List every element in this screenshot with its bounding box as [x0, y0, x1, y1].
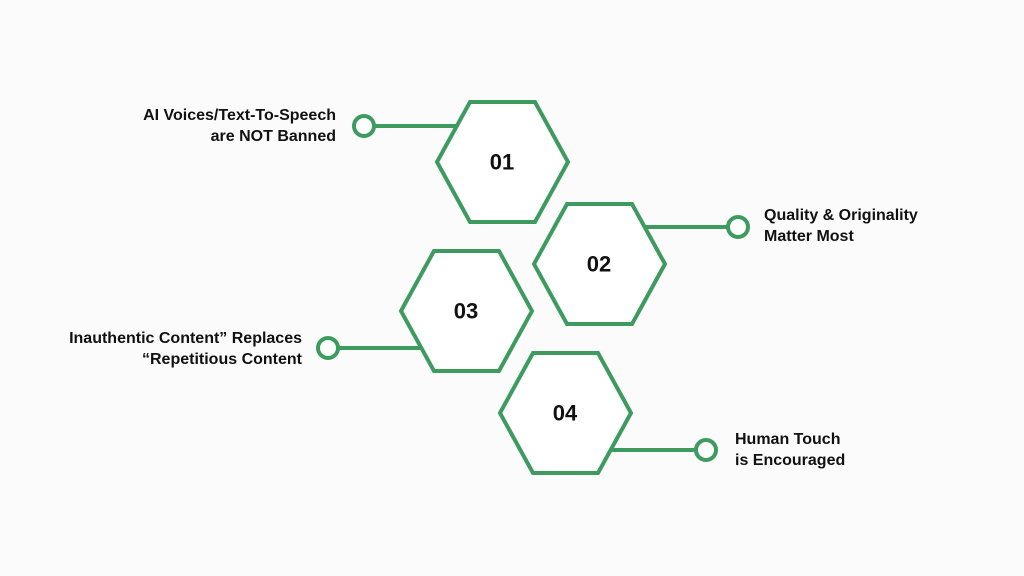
- step-label-04-line-1: Human Touch: [735, 431, 841, 448]
- step-label-04: Human Touch is Encouraged: [735, 429, 845, 471]
- step-label-02: Quality & Originality Matter Most: [764, 205, 918, 247]
- step-label-02-line-2: Matter Most: [764, 228, 854, 245]
- hexagon-04: [497, 351, 634, 475]
- step-label-01: AI Voices/Text-To-Speech are NOT Banned: [143, 105, 336, 147]
- step-label-04-line-2: is Encouraged: [735, 452, 846, 469]
- step-number-02: 02: [587, 252, 611, 277]
- connector-dot-01: [352, 114, 376, 138]
- step-number-04: 04: [553, 401, 578, 426]
- step-number-03: 03: [454, 299, 478, 324]
- step-label-02-line-1: Quality & Originality: [764, 207, 918, 224]
- hexagon-03: [398, 249, 535, 373]
- connector-dot-03: [316, 336, 340, 360]
- step-label-03-line-1: Inauthentic Content” Replaces: [69, 330, 302, 347]
- connector-dot-02: [726, 215, 750, 239]
- step-label-01-line-1: AI Voices/Text-To-Speech: [143, 107, 336, 124]
- step-label-03-line-2: “Repetitious Content: [142, 351, 302, 368]
- connector-dot-04: [694, 438, 718, 462]
- hexagon-01: [434, 100, 571, 224]
- step-number-01: 01: [490, 150, 514, 175]
- step-label-03: Inauthentic Content” Replaces “Repetitio…: [69, 328, 302, 370]
- step-label-01-line-2: are NOT Banned: [210, 128, 336, 145]
- hexagon-02: [531, 202, 668, 326]
